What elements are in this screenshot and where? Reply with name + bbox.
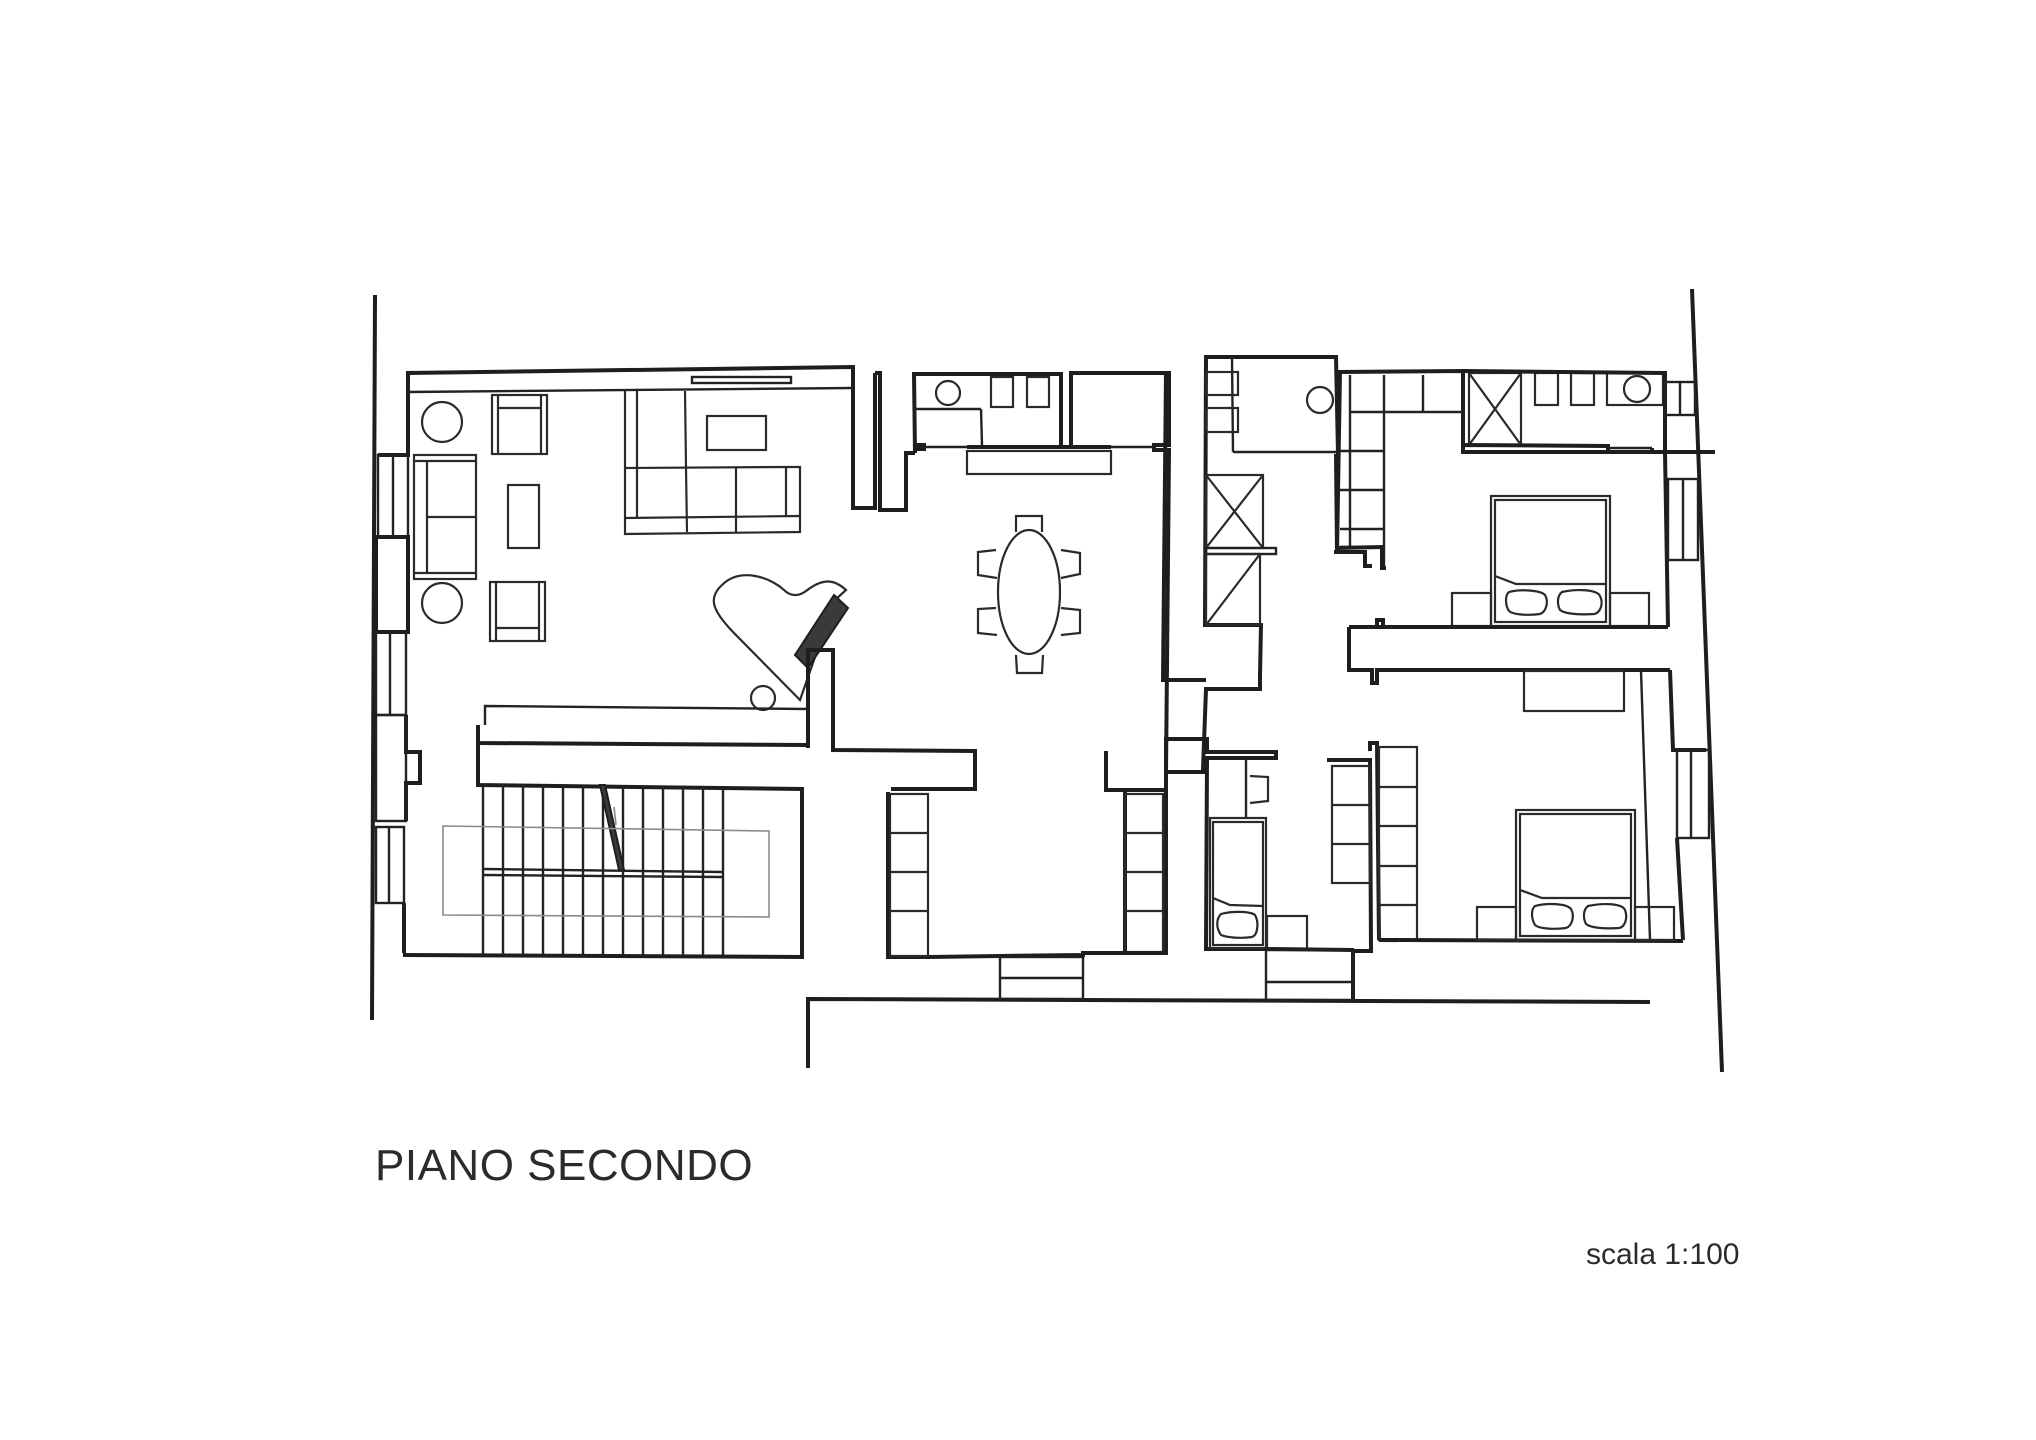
sectional-sofa: [623, 390, 802, 536]
round-side-table: [420, 581, 464, 625]
appliance: [1204, 406, 1240, 434]
stove-burner: [989, 375, 1015, 409]
oval-dining-table: [996, 528, 1062, 656]
toilet: [1533, 371, 1560, 407]
central-partition: [1160, 372, 1206, 682]
floor-plan-title: PIANO SECONDO: [375, 1141, 754, 1190]
nightstand: [1633, 905, 1676, 942]
appliance: [1204, 370, 1240, 397]
bidet: [1569, 371, 1596, 407]
outer-boundary-lines: [370, 288, 1724, 1073]
corridor-wall: [1347, 618, 1670, 685]
washbasin-counter: [1605, 371, 1665, 407]
wardrobe: [1377, 745, 1419, 942]
grand-piano: [712, 574, 850, 712]
wardrobe: [1123, 792, 1165, 954]
dining-area: [976, 514, 1082, 675]
shaft: [1204, 552, 1262, 627]
boiler: [1305, 385, 1335, 415]
armchair: [490, 393, 549, 456]
service-core: [1201, 355, 1372, 770]
dining-chair: [1060, 606, 1082, 637]
wardrobe: [888, 792, 930, 958]
bathtub: [1208, 816, 1268, 950]
wardrobe: [1330, 764, 1372, 885]
ottoman: [705, 414, 768, 452]
dining-chair: [976, 606, 998, 637]
landing-outline: [442, 825, 770, 918]
desk: [1522, 669, 1626, 713]
nightstand: [1450, 591, 1493, 628]
kitchen: [875, 371, 1205, 774]
nightstand: [1475, 905, 1518, 942]
sofa: [412, 453, 478, 581]
dining-chair: [1060, 548, 1082, 580]
bathroom-2: [1104, 737, 1355, 952]
piano-stool: [749, 684, 777, 712]
cabinet: [1265, 914, 1309, 951]
staircase: [402, 743, 804, 960]
stair-cut-line: [598, 784, 626, 871]
living-room: [406, 364, 977, 791]
piano-keyboard: [793, 593, 850, 670]
washbasin: [1622, 374, 1652, 404]
stove-burner: [1025, 375, 1051, 409]
kitchen-island: [965, 449, 1113, 476]
en-suite-shower: [1467, 371, 1523, 447]
coffee-table: [506, 483, 541, 550]
bedroom-2: [1327, 669, 1711, 1001]
round-side-table: [420, 400, 464, 444]
double-bed: [1514, 808, 1637, 942]
sink: [934, 379, 962, 407]
dining-chair: [1014, 654, 1045, 675]
shaft: [1204, 473, 1265, 550]
nightstand: [1608, 591, 1651, 628]
bedroom-1: [1334, 368, 1715, 629]
hall-closets: [886, 790, 1355, 1002]
dining-chair: [976, 548, 998, 580]
washbasin: [1249, 774, 1270, 805]
armchair: [488, 580, 547, 643]
dining-chair: [1014, 514, 1044, 532]
left-facade-wall: [374, 373, 422, 953]
double-bed: [1489, 494, 1612, 628]
scale-label: scala 1:100: [1586, 1238, 1740, 1271]
